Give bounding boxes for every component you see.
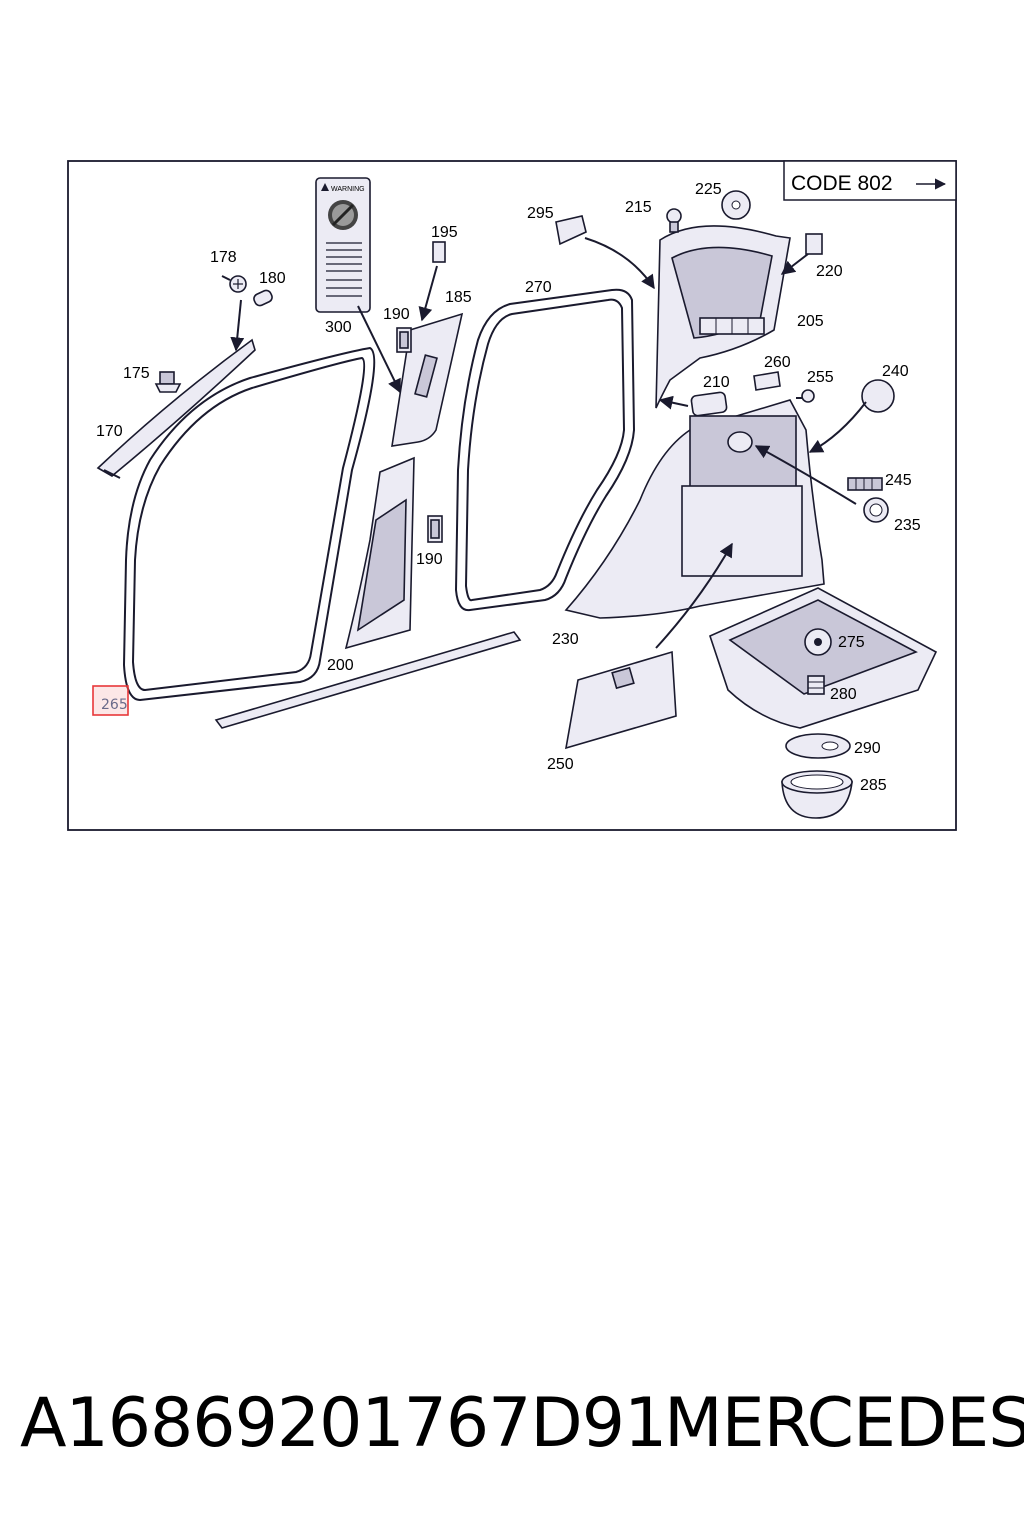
part-label-250: 250 (547, 756, 574, 773)
part-label-285: 285 (860, 777, 887, 794)
part-label-245: 245 (885, 472, 912, 489)
hook-245 (847, 477, 883, 491)
panel-250 (564, 650, 677, 750)
part-label-275: 275 (838, 634, 865, 651)
lid-290 (785, 733, 851, 759)
part-label-178: 178 (210, 249, 237, 266)
bolt-280 (807, 675, 825, 695)
part-label-280: 280 (830, 686, 857, 703)
part-label-170: 170 (96, 423, 123, 440)
part-label-260: 260 (764, 354, 791, 371)
part-label-265: 265 (101, 697, 128, 713)
a-pillar-trim-170 (96, 338, 256, 477)
part-label-180: 180 (259, 270, 286, 287)
part-label-185: 185 (445, 289, 472, 306)
clip-215 (666, 208, 682, 233)
part-label-235: 235 (894, 517, 921, 534)
warning-label-part: WARNING (315, 177, 371, 313)
footer-part-number: A16869201767D91 (20, 1384, 667, 1463)
front-door-seal-265 (122, 346, 376, 702)
part-label-300: 300 (325, 319, 352, 336)
clip-180 (253, 289, 273, 307)
part-label-270: 270 (525, 279, 552, 296)
part-label-190-lower: 190 (416, 551, 443, 568)
diagram-frame (67, 160, 957, 831)
clip-195 (432, 241, 446, 263)
footer: A16869201767D91 MERCEDES (0, 1384, 1024, 1474)
part-label-215: 215 (625, 199, 652, 216)
code-label: CODE 802 (791, 172, 893, 195)
screw-255 (796, 389, 815, 403)
part-label-255: 255 (807, 369, 834, 386)
part-label-220: 220 (816, 263, 843, 280)
clip-190-upper (396, 327, 412, 353)
part-label-225: 225 (695, 181, 722, 198)
screw-178 (221, 275, 247, 293)
cover-210 (690, 391, 728, 417)
clip-175 (154, 371, 182, 393)
part-label-290: 290 (854, 740, 881, 757)
part-label-210: 210 (703, 374, 730, 391)
cup-285 (781, 770, 853, 819)
part-label-175: 175 (123, 365, 150, 382)
rear-door-seal-270 (454, 288, 636, 612)
part-label-240: 240 (882, 363, 909, 380)
part-label-195: 195 (431, 224, 458, 241)
part-label-265-highlight[interactable]: 265 (92, 685, 129, 716)
part-label-200: 200 (327, 657, 354, 674)
part-label-190-upper: 190 (383, 306, 410, 323)
part-label-230: 230 (552, 631, 579, 648)
code-box: CODE 802 (783, 160, 957, 201)
clip-220 (805, 233, 823, 255)
part-label-295: 295 (527, 205, 554, 222)
bracket-295 (555, 215, 587, 246)
warning-label-title: WARNING (331, 186, 365, 193)
clip-260 (753, 371, 781, 391)
sill-trim-200 (214, 631, 522, 729)
clip-190-lower (427, 515, 443, 543)
footer-brand: MERCEDES (664, 1384, 1024, 1463)
part-label-205: 205 (797, 313, 824, 330)
cover-240 (861, 379, 895, 413)
